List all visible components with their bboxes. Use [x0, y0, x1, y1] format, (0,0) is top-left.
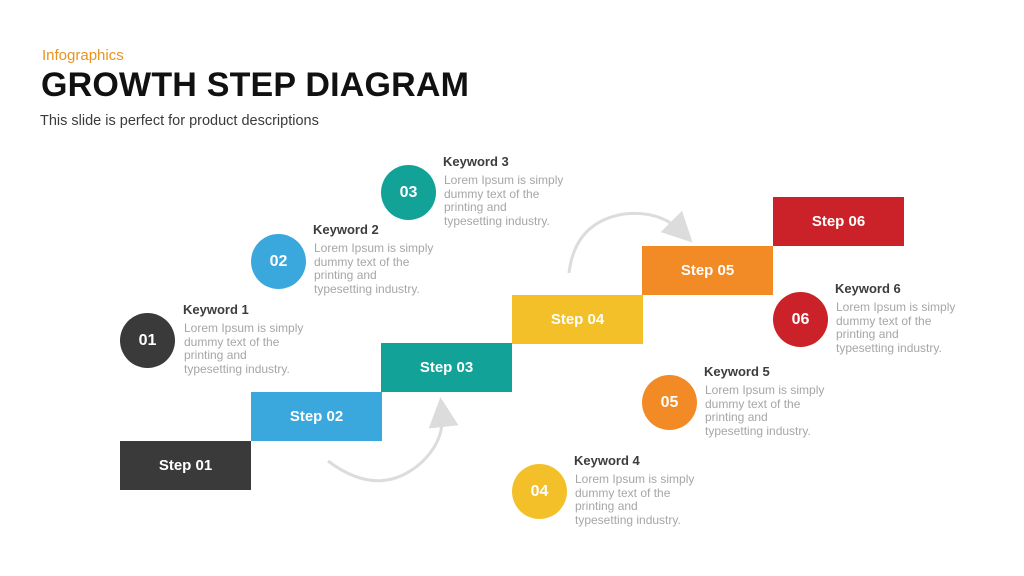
step-label: Step 04	[550, 311, 605, 328]
arrow-upper	[567, 210, 693, 274]
keyword-title-5: Keyword 5	[704, 364, 770, 379]
keyword-desc-2: Lorem Ipsum is simply dummy text of the …	[314, 241, 434, 296]
keyword-desc-6: Lorem Ipsum is simply dummy text of the …	[836, 300, 956, 355]
step-06: Step 06	[773, 197, 904, 246]
badge-number: 03	[399, 183, 418, 201]
step-label: Step 05	[680, 262, 735, 279]
page-subtitle: This slide is perfect for product descri…	[40, 113, 319, 129]
step-02: Step 02	[251, 392, 382, 441]
keyword-badge-04: 04	[512, 464, 567, 519]
keyword-desc-3: Lorem Ipsum is simply dummy text of the …	[444, 173, 564, 228]
badge-number: 04	[530, 482, 549, 500]
keyword-title-1: Keyword 1	[183, 302, 249, 317]
keyword-title-3: Keyword 3	[443, 154, 509, 169]
keyword-badge-06: 06	[773, 292, 828, 347]
step-04: Step 04	[512, 295, 643, 344]
eyebrow-label: Infographics	[42, 47, 124, 64]
step-label: Step 06	[811, 213, 866, 230]
keyword-badge-02: 02	[251, 234, 306, 289]
keyword-desc-4: Lorem Ipsum is simply dummy text of the …	[575, 472, 695, 527]
keyword-title-2: Keyword 2	[313, 222, 379, 237]
keyword-desc-5: Lorem Ipsum is simply dummy text of the …	[705, 383, 825, 438]
page-title: GROWTH STEP DIAGRAM	[41, 66, 470, 104]
keyword-badge-01: 01	[120, 313, 175, 368]
keyword-title-4: Keyword 4	[574, 453, 640, 468]
keyword-title-6: Keyword 6	[835, 281, 901, 296]
step-label: Step 02	[289, 408, 344, 425]
keyword-desc-1: Lorem Ipsum is simply dummy text of the …	[184, 321, 304, 376]
badge-number: 01	[138, 331, 157, 349]
step-label: Step 03	[419, 359, 474, 376]
step-01: Step 01	[120, 441, 251, 490]
badge-number: 05	[660, 393, 679, 411]
step-03: Step 03	[381, 343, 512, 392]
badge-number: 06	[791, 310, 810, 328]
step-05: Step 05	[642, 246, 773, 295]
keyword-badge-05: 05	[642, 375, 697, 430]
keyword-badge-03: 03	[381, 165, 436, 220]
badge-number: 02	[269, 252, 288, 270]
step-label: Step 01	[158, 457, 213, 474]
arrow-lower	[327, 397, 459, 483]
